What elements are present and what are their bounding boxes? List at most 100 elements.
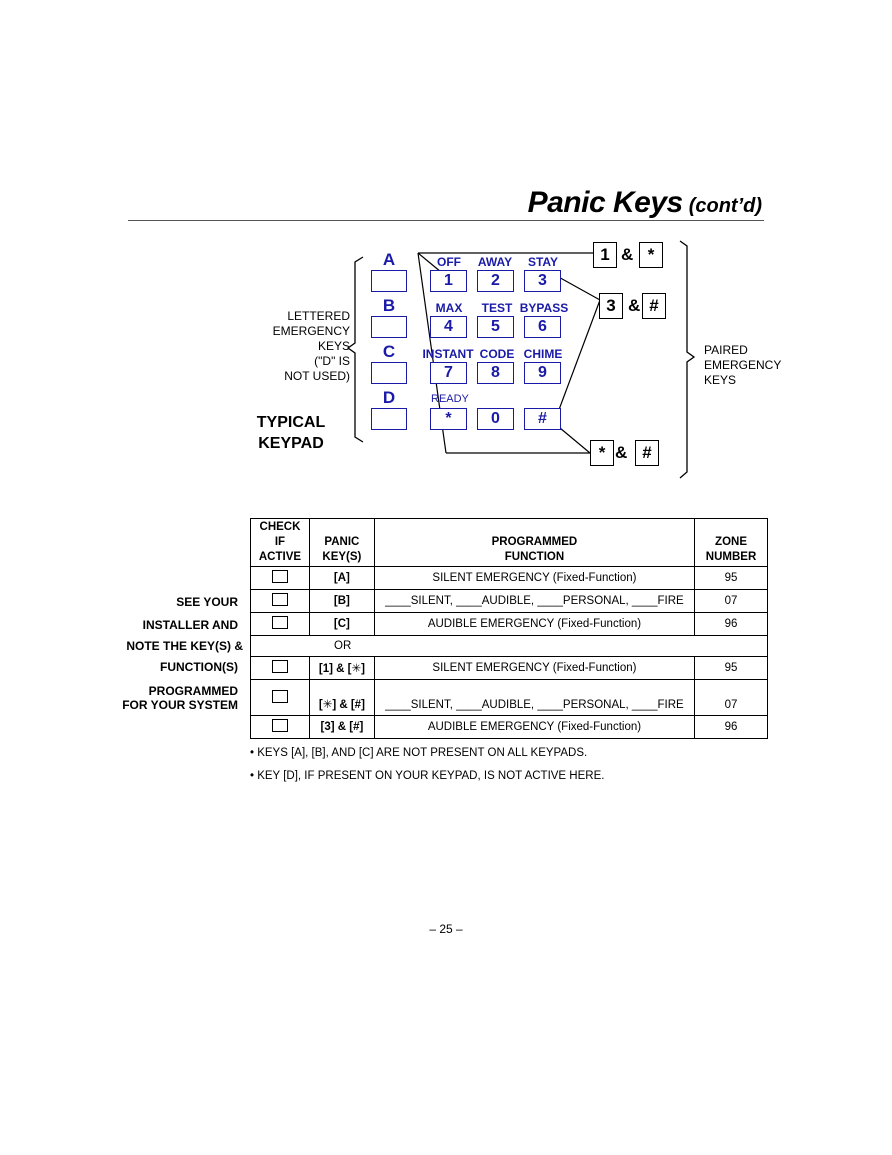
function-cell: AUDIBLE EMERGENCY (Fixed-Function) xyxy=(373,715,696,739)
paired-label-line: PAIRED xyxy=(704,343,748,357)
pair-2-key-a: 3 xyxy=(599,293,623,319)
header-text: PROGRAMMED xyxy=(491,536,578,548)
pair-3-key-a: * xyxy=(590,440,614,466)
key-9-label: CHIME xyxy=(523,347,563,361)
key-2[interactable]: 2 xyxy=(477,270,514,292)
key-4[interactable]: 4 xyxy=(430,316,467,338)
note-line: • KEY [D], IF PRESENT ON YOUR KEYPAD, IS… xyxy=(250,770,605,782)
key-7-label: INSTANT xyxy=(422,347,474,361)
lettered-label-line: NOT USED) xyxy=(284,369,350,383)
panic-key-cell: [B] xyxy=(308,589,375,613)
header-function: PROGRAMMED FUNCTION xyxy=(373,518,696,567)
panic-key-cell: [✳] & [#] xyxy=(308,679,375,716)
lettered-label-line: KEYS xyxy=(317,339,350,353)
active-checkbox[interactable] xyxy=(271,593,288,606)
pair-2-amp: & xyxy=(628,296,641,315)
function-cell: SILENT EMERGENCY (Fixed-Function) xyxy=(373,656,696,680)
ready-label: READY xyxy=(431,393,469,405)
panic-key-cell: [1] & [✳] xyxy=(308,656,375,680)
letter-b-label: B xyxy=(382,296,396,315)
typical-keypad-label: TYPICAL KEYPAD xyxy=(246,412,336,454)
pair-line-3 xyxy=(554,274,601,301)
active-checkbox[interactable] xyxy=(271,689,288,703)
function-cell: ____SILENT, ____AUDIBLE, ____PERSONAL, _… xyxy=(373,589,696,613)
left-note-line: NOTE THE KEY(S) & xyxy=(126,639,243,653)
header-keys: PANIC KEY(S) xyxy=(308,518,375,567)
key-7[interactable]: 7 xyxy=(430,362,467,384)
paired-keys-label: PAIRED EMERGENCY KEYS xyxy=(704,343,794,388)
typical-label-line: TYPICAL xyxy=(256,414,326,431)
key-8-label: CODE xyxy=(479,347,515,361)
active-checkbox[interactable] xyxy=(271,570,288,583)
key-0[interactable]: 0 xyxy=(477,408,514,430)
check-cell xyxy=(250,656,310,680)
letter-key-d[interactable] xyxy=(371,408,407,430)
header-text: FUNCTION xyxy=(504,551,565,563)
key-hash[interactable]: # xyxy=(524,408,561,430)
check-cell xyxy=(250,715,310,739)
check-cell xyxy=(250,612,310,636)
panic-key-cell: [A] xyxy=(308,566,375,590)
lettered-label-line: LETTERED xyxy=(287,309,350,323)
lettered-label-line: ("D" IS xyxy=(314,354,350,368)
letter-key-c[interactable] xyxy=(371,362,407,384)
check-cell xyxy=(250,589,310,613)
table-row: [3] & [#] AUDIBLE EMERGENCY (Fixed-Funct… xyxy=(250,715,768,739)
key-5[interactable]: 5 xyxy=(477,316,514,338)
active-checkbox[interactable] xyxy=(271,719,288,732)
letter-key-b[interactable] xyxy=(371,316,407,338)
key-3-label: STAY xyxy=(527,255,558,269)
key-1[interactable]: 1 xyxy=(430,270,467,292)
page-number: – 25 – xyxy=(429,922,463,936)
key-5-label: TEST xyxy=(481,301,513,315)
header-text: NUMBER xyxy=(705,551,757,563)
typical-label-line: KEYPAD xyxy=(258,435,324,452)
paired-label-line: EMERGENCY xyxy=(704,358,782,372)
letter-key-a[interactable] xyxy=(371,270,407,292)
header-text: ZONE xyxy=(715,536,747,548)
page-title: Panic Keys(cont’d) xyxy=(380,186,762,220)
pair-1-key-b: * xyxy=(639,242,663,268)
page-title-subtitle: (cont’d) xyxy=(688,195,762,217)
key-9[interactable]: 9 xyxy=(524,362,561,384)
zone-cell: 07 xyxy=(694,679,768,716)
keypad-diagram: A B C D OFF AWAY STAY 1 2 3 MAX TEST BYP… xyxy=(0,0,892,500)
pair-1-amp: & xyxy=(621,245,634,264)
header-zone: ZONE NUMBER xyxy=(694,518,768,567)
note-line: • KEYS [A], [B], AND [C] ARE NOT PRESENT… xyxy=(250,747,588,759)
panic-key-cell: [C] xyxy=(308,612,375,636)
letter-d-label: D xyxy=(382,388,396,407)
table-row: [B] ____SILENT, ____AUDIBLE, ____PERSONA… xyxy=(250,589,768,613)
active-checkbox[interactable] xyxy=(271,616,288,629)
key-8[interactable]: 8 xyxy=(477,362,514,384)
pair-line-1-key xyxy=(417,252,442,273)
function-cell: SILENT EMERGENCY (Fixed-Function) xyxy=(373,566,696,590)
header-check: CHECK IF ACTIVE xyxy=(250,518,310,567)
zone-cell: 95 xyxy=(694,566,768,590)
panic-key-cell: [3] & [#] xyxy=(308,715,375,739)
table-row: [C] AUDIBLE EMERGENCY (Fixed-Function) 9… xyxy=(250,612,768,636)
lettered-bracket xyxy=(346,256,364,443)
left-note-line: PROGRAMMED xyxy=(148,684,238,698)
zone-cell: 07 xyxy=(694,589,768,613)
header-text: KEY(S) xyxy=(322,551,362,563)
letter-a-label: A xyxy=(382,250,396,269)
or-cell: OR xyxy=(250,635,768,657)
pair-2-key-b: # xyxy=(642,293,666,319)
key-6[interactable]: 6 xyxy=(524,316,561,338)
lettered-keys-label: LETTERED EMERGENCY KEYS ("D" IS NOT USED… xyxy=(260,309,350,384)
table-row: [A] SILENT EMERGENCY (Fixed-Function) 95 xyxy=(250,566,768,590)
table-row: [1] & [✳] SILENT EMERGENCY (Fixed-Functi… xyxy=(250,656,768,680)
key-star[interactable]: * xyxy=(430,408,467,430)
key-4-label: MAX xyxy=(435,301,463,315)
left-note-line: INSTALLER AND xyxy=(142,618,238,632)
title-rule xyxy=(128,220,764,221)
lettered-label-line: EMERGENCY xyxy=(272,324,350,338)
left-note-line: FUNCTION(S) xyxy=(160,660,238,674)
header-text: PANIC xyxy=(324,536,360,548)
header-text: ACTIVE xyxy=(258,551,302,563)
active-checkbox[interactable] xyxy=(271,660,288,673)
key-3[interactable]: 3 xyxy=(524,270,561,292)
key-1-label: OFF xyxy=(437,255,461,269)
header-text: IF xyxy=(274,536,286,548)
